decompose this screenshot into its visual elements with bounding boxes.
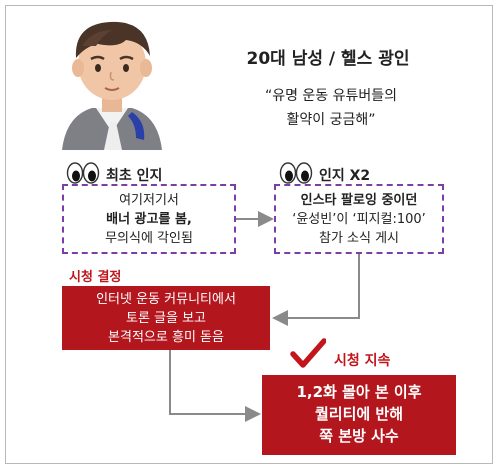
box-line: ‘윤성빈’이 ‘피지컬:100’	[292, 212, 426, 227]
arrow-decision-to-continue	[169, 350, 261, 422]
box-line: 여기저기서	[119, 193, 179, 208]
eyes-icon	[279, 162, 313, 184]
box-line: 인터넷 운동 커뮤니티에서	[96, 292, 236, 307]
eyes-icon	[66, 162, 100, 184]
decision-box: 인터넷 운동 커뮤니티에서 토론 글을 보고 본격적으로 흥미 돋음	[62, 286, 270, 350]
persona-title: 20대 남성 / 헬스 광인	[246, 49, 410, 69]
quote-line: 활약이 궁금해”	[286, 112, 376, 128]
box-line: 본격적으로 흥미 돋음	[108, 330, 224, 345]
box-line: 참가 소식 게시	[318, 231, 400, 246]
box-line: 배너 광고를 봄,	[106, 212, 192, 227]
persona-quote: “유명 운동 유튜버들의 활약이 궁금해”	[236, 84, 426, 132]
box-line: 퀄리티에 반해	[314, 405, 404, 423]
continue-box: 1,2화 몰아 본 이후 퀄리티에 반해 쭉 본방 사수	[262, 375, 456, 455]
first-awareness-box: 여기저기서 배너 광고를 봄, 무의식에 각인됨	[62, 184, 236, 254]
step-label-continue: 시청 지속	[334, 353, 391, 369]
box-line: 쭉 본방 사수	[319, 427, 399, 445]
arrow-second-to-decision	[272, 254, 360, 326]
step-label-first: 최초 인지	[106, 168, 163, 184]
checkmark-icon	[290, 338, 326, 368]
box-line: 인스타 팔로잉 중이던	[300, 193, 418, 208]
box-line: 토론 글을 보고	[125, 311, 207, 326]
box-line: 1,2화 몰아 본 이후	[296, 383, 422, 401]
avatar	[62, 21, 162, 150]
step-label-second: 인지 X2	[319, 168, 371, 184]
quote-line: “유명 운동 유튜버들의	[264, 88, 398, 104]
box-line: 무의식에 각인됨	[105, 231, 193, 246]
step-label-decision: 시청 결정	[69, 270, 122, 285]
second-awareness-box: 인스타 팔로잉 중이던 ‘윤성빈’이 ‘피지컬:100’ 참가 소식 게시	[274, 184, 444, 254]
